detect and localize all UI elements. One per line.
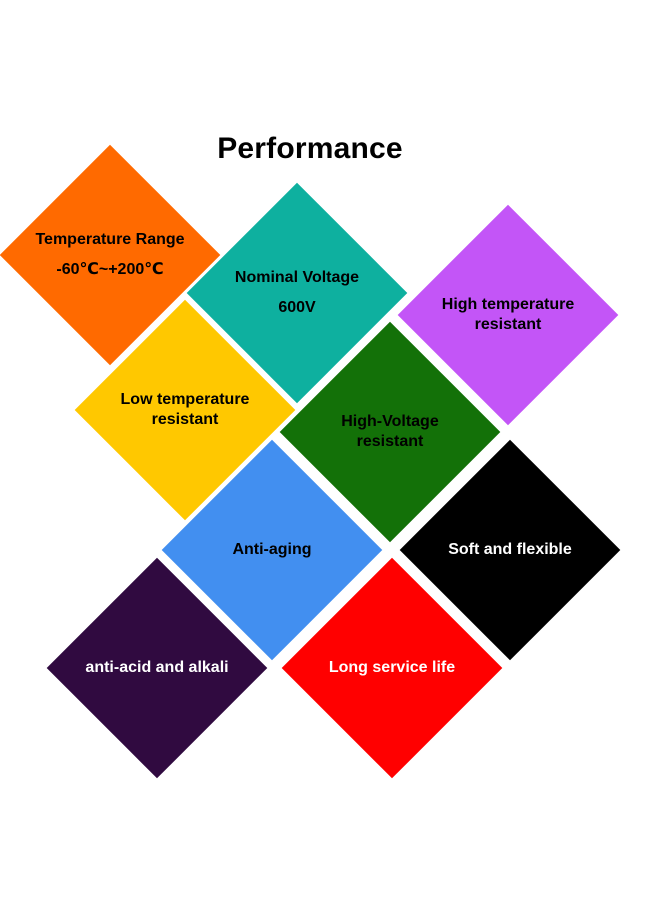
tile-value: 600V (278, 299, 316, 316)
tile-label: Anti-aging (152, 440, 392, 660)
tile-title: Soft and flexible (448, 541, 572, 558)
page-title: Performance (217, 132, 403, 165)
tile-title-cont: resistant (474, 316, 542, 333)
tile-soft-flexible: Soft and flexible (399, 439, 621, 661)
tile-long-service-life: Long service life (281, 557, 503, 779)
tile-label: Low temperature resistant (65, 300, 305, 520)
tile-title: High-Voltage (341, 413, 439, 430)
tile-value: -60℃~+200℃ (56, 261, 164, 278)
tile-title: Anti-aging (232, 541, 312, 558)
tile-temperature-range: Temperature Range -60℃~+200℃ (0, 144, 221, 366)
tile-title-cont: resistant (356, 433, 424, 450)
tile-anti-acid-alkali: anti-acid and alkali (46, 557, 268, 779)
tile-high-voltage: High-Voltage resistant (279, 321, 501, 543)
tile-label: Nominal Voltage 600V (177, 183, 417, 403)
tile-low-temperature: Low temperature resistant (74, 299, 296, 521)
tile-label: anti-acid and alkali (37, 558, 277, 778)
tile-title: Long service life (328, 659, 456, 676)
tile-label: High temperature resistant (388, 205, 628, 425)
tile-nominal-voltage: Nominal Voltage 600V (186, 182, 408, 404)
tile-title: Temperature Range (35, 231, 185, 248)
tile-title-cont: resistant (151, 411, 219, 428)
tile-title: Low temperature (120, 391, 250, 408)
tile-label: Temperature Range -60℃~+200℃ (0, 145, 230, 365)
tile-title: anti-acid and alkali (85, 659, 229, 676)
tile-label: High-Voltage resistant (270, 322, 510, 542)
tile-title: High temperature (441, 296, 575, 313)
tile-anti-aging: Anti-aging (161, 439, 383, 661)
tile-high-temperature: High temperature resistant (397, 204, 619, 426)
tile-label: Soft and flexible (390, 440, 630, 660)
tile-label: Long service life (272, 558, 512, 778)
tile-title: Nominal Voltage (234, 269, 360, 286)
